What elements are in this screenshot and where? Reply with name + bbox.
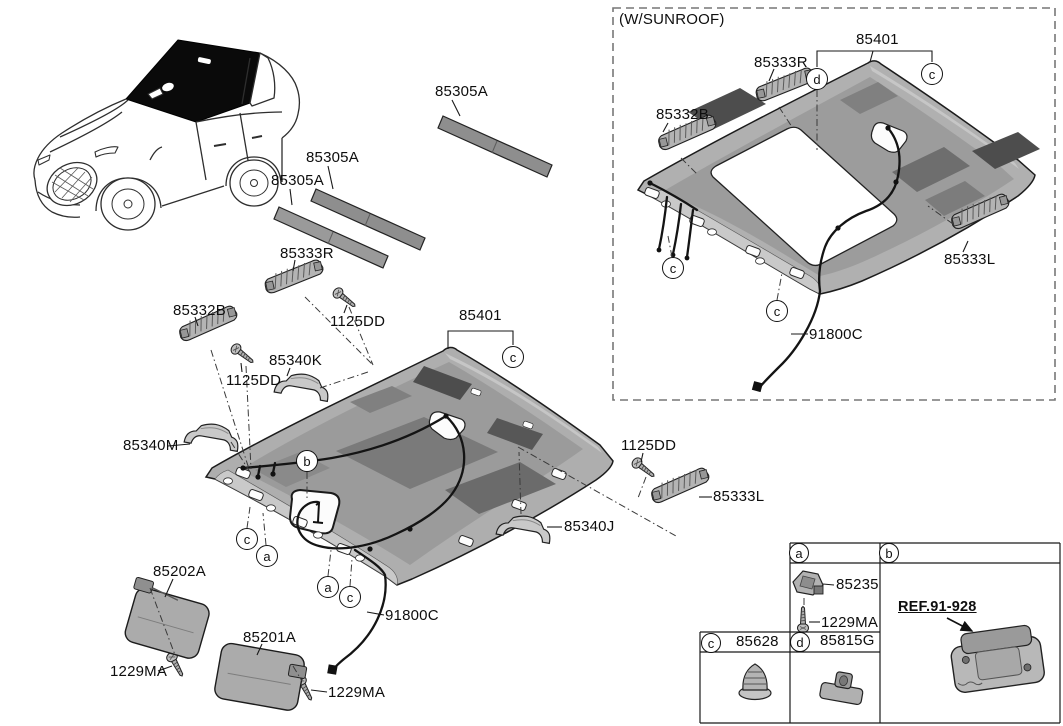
ref-arrow xyxy=(946,617,974,632)
legend-table-grid xyxy=(699,542,1061,724)
screw-1229ma-table xyxy=(797,606,809,633)
label-85340k: 85340K xyxy=(269,352,322,369)
grab-handle-85340m xyxy=(183,419,242,452)
clip-85628-drawing xyxy=(738,663,772,701)
roof-strip-85305a-top xyxy=(437,115,553,178)
label-1125dd-1: 1125DD xyxy=(330,313,386,330)
label-85235-table: 85235 xyxy=(836,576,879,593)
callout-c-main-1: c xyxy=(236,528,258,550)
roof-strip-85305a-mid xyxy=(310,188,426,251)
callout-c-main-3: c xyxy=(502,346,524,368)
label-85628-table: 85628 xyxy=(736,633,779,650)
callout-d-table: d xyxy=(790,632,810,652)
label-85305a-low: 85305A xyxy=(271,172,324,189)
label-91800c-sunroof: 91800C xyxy=(809,326,863,343)
label-ref-91-928: REF.91-928 xyxy=(898,599,977,615)
label-85340m: 85340M xyxy=(123,437,179,454)
callout-c-sunroof-2: c xyxy=(662,257,684,279)
label-85333r-sunroof: 85333R xyxy=(754,54,808,71)
callout-c-sunroof-1: c xyxy=(921,63,943,85)
callout-b-main: b xyxy=(296,450,318,472)
sunroof-box-title: (W/SUNROOF) xyxy=(619,11,725,28)
label-85332b-sunroof: 85332B xyxy=(656,106,709,123)
vehicle-illustration xyxy=(33,39,301,231)
callout-c-main-2: c xyxy=(339,586,361,608)
sunroof-boundary-box xyxy=(612,7,1056,401)
bracket-85333l-main xyxy=(647,466,713,505)
screw-1125dd-1 xyxy=(330,285,359,312)
label-85201a: 85201A xyxy=(243,629,296,646)
label-85340j: 85340J xyxy=(564,518,615,535)
label-1125dd-2: 1125DD xyxy=(226,372,282,389)
callout-c-sunroof-3: c xyxy=(766,300,788,322)
wiring-harness-91800c-main xyxy=(240,413,466,675)
label-85333r-main: 85333R xyxy=(280,245,334,262)
grab-handle-85340k xyxy=(273,369,332,402)
label-85202a: 85202A xyxy=(153,563,206,580)
sensor-85235-drawing xyxy=(792,570,824,596)
label-1229ma-right: 1229MA xyxy=(328,684,386,701)
label-85332b-main: 85332B xyxy=(173,302,226,319)
label-1229ma-table: 1229MA xyxy=(821,614,879,631)
sun-visor-85201a xyxy=(214,642,308,711)
callout-a-table: a xyxy=(789,543,809,563)
label-85305a-mid: 85305A xyxy=(306,149,359,166)
wiring-harness-91800c-sunroof xyxy=(647,125,901,393)
callout-a-main-1: a xyxy=(256,545,278,567)
callout-b-table: b xyxy=(879,543,899,563)
clip-85815g-drawing xyxy=(819,671,864,706)
roof-strip-85305a-low xyxy=(273,206,389,269)
callout-c-table: c xyxy=(701,633,721,653)
label-91800c-main: 91800C xyxy=(385,607,439,624)
label-85401-sunroof: 85401 xyxy=(856,31,899,48)
label-85333l-main: 85333L xyxy=(713,488,765,505)
sunroof-opening xyxy=(710,126,898,267)
leader-lines xyxy=(157,50,969,693)
sun-visor-85202a xyxy=(124,576,210,659)
callout-a-main-2: a xyxy=(317,576,339,598)
screw-1125dd-2 xyxy=(228,341,257,368)
screw-1125dd-3 xyxy=(629,455,658,482)
overhead-console-drawing xyxy=(950,624,1045,693)
label-85333l-sunroof: 85333L xyxy=(944,251,996,268)
label-85815g-table: 85815G xyxy=(820,632,875,649)
label-85401-main: 85401 xyxy=(459,307,502,324)
callout-d-sunroof: d xyxy=(806,68,828,90)
label-85305a-top: 85305A xyxy=(435,83,488,100)
label-1125dd-3: 1125DD xyxy=(621,437,677,454)
sunroof-headliner-panel xyxy=(636,60,1040,295)
dash-leader-lines xyxy=(149,90,954,682)
label-1229ma-left: 1229MA xyxy=(110,663,168,680)
